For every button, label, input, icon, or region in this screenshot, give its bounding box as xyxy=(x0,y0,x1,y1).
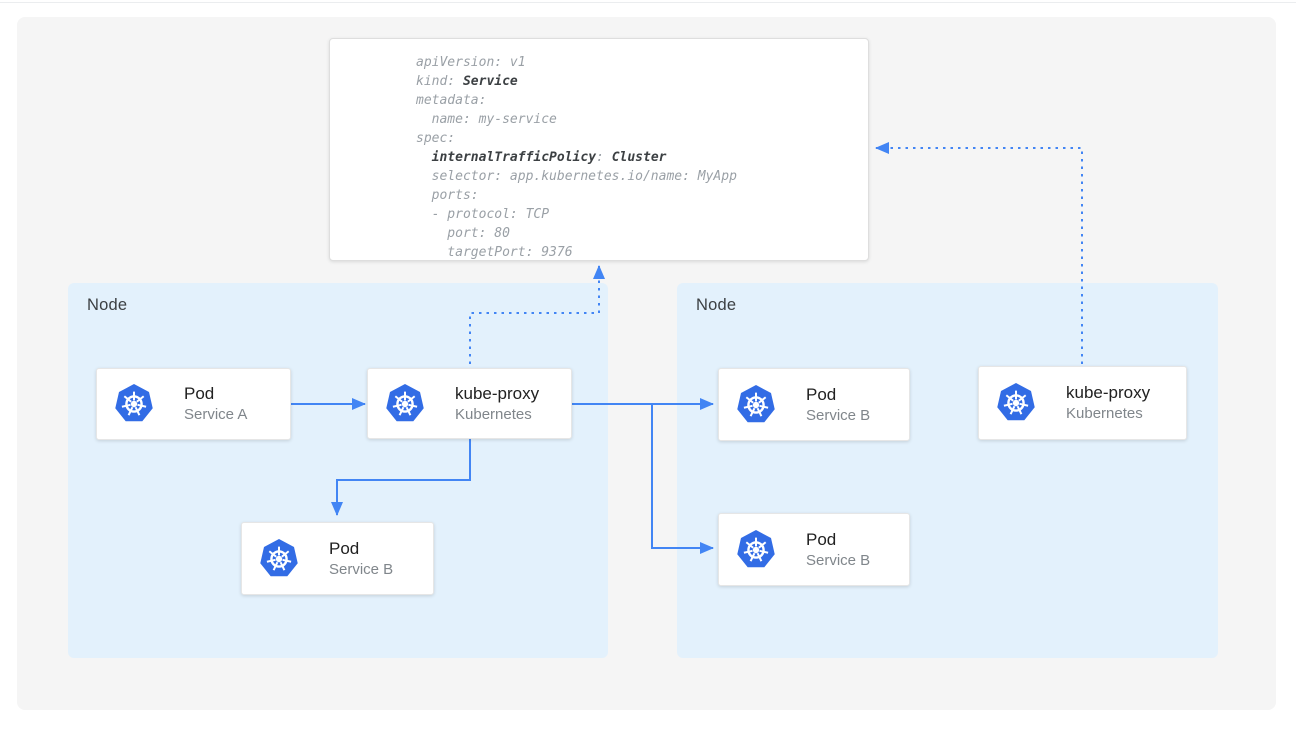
yaml-code-line: metadata: xyxy=(416,93,487,108)
yaml-code-line: kind: Service xyxy=(416,74,518,89)
card-subtitle: Service B xyxy=(806,406,871,424)
card-subtitle: Kubernetes xyxy=(455,405,532,423)
yaml-code-line: apiVersion: v1 xyxy=(416,55,526,70)
card-pod-service-a: Pod Service A xyxy=(96,368,291,440)
card-pod-service-b-right-bottom: Pod Service B xyxy=(718,513,910,586)
card-title: Pod xyxy=(184,384,215,403)
card-pod-service-b-right-top: Pod Service B xyxy=(718,368,910,441)
node-box-right: Node xyxy=(677,283,1218,658)
card-subtitle: Service A xyxy=(184,406,248,423)
card-title: Pod xyxy=(806,384,837,404)
card-kube-proxy-right: kube-proxy Kubernetes xyxy=(978,366,1187,440)
card-title: Pod xyxy=(329,538,360,558)
yaml-code: apiVersion: v1 kind: Service metadata: nam… xyxy=(330,39,868,262)
card-subtitle: Service B xyxy=(806,551,871,569)
kubernetes-logo-icon xyxy=(996,382,1036,424)
kubernetes-logo-icon xyxy=(114,383,154,425)
card-kube-proxy-left: kube-proxy Kubernetes xyxy=(367,368,572,439)
card-pod-service-b-left: Pod Service B xyxy=(241,522,434,595)
top-divider xyxy=(0,2,1296,3)
node-label: Node xyxy=(696,296,737,314)
yaml-code-line: targetPort: 9376 xyxy=(416,245,573,260)
node-label: Node xyxy=(87,296,128,314)
service-yaml-card: apiVersion: v1 kind: Service metadata: nam… xyxy=(329,38,869,261)
kubernetes-logo-icon xyxy=(736,384,776,426)
yaml-code-line: name: my-service xyxy=(416,112,557,127)
kubernetes-logo-icon xyxy=(736,529,776,571)
card-subtitle: Kubernetes xyxy=(1066,405,1143,422)
card-title: kube-proxy xyxy=(1066,383,1151,402)
yaml-code-line: port: 80 xyxy=(416,226,510,241)
kubernetes-logo-icon xyxy=(385,383,425,425)
kubernetes-logo-icon xyxy=(259,538,299,580)
card-title: kube-proxy xyxy=(455,383,540,403)
node-box-left: Node xyxy=(68,283,608,658)
yaml-code-line: - protocol: TCP xyxy=(416,207,550,222)
yaml-code-line: internalTrafficPolicy: Cluster xyxy=(431,150,667,165)
card-subtitle: Service B xyxy=(329,560,394,578)
yaml-code-line: selector: app.kubernetes.io/name: MyApp xyxy=(416,169,737,184)
yaml-code-line: ports: xyxy=(416,188,479,203)
yaml-code-line: spec: xyxy=(416,131,456,146)
card-title: Pod xyxy=(806,529,837,549)
